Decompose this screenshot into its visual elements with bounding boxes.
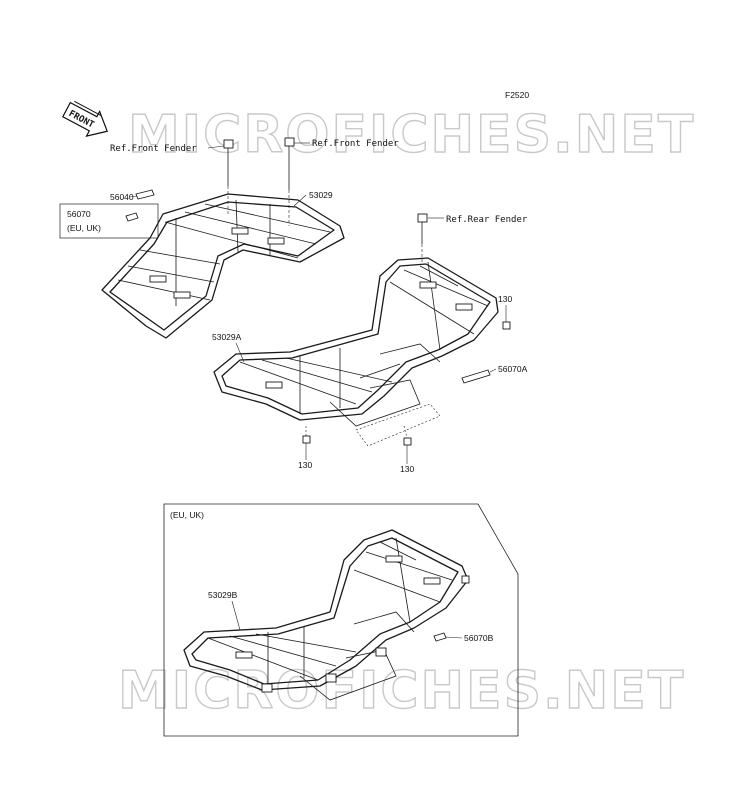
bolt-130-bottom-left-icon xyxy=(302,426,311,444)
callout-130-bottom-right: 130 xyxy=(400,464,414,474)
callout-130-right: 130 xyxy=(498,294,512,304)
callout-ref-front-fender-left: Ref.Front Fender xyxy=(110,144,197,154)
callout-130-bottom-left: 130 xyxy=(298,460,312,470)
front-bolt-right xyxy=(284,137,295,190)
bolt-130-bottom-right-icon xyxy=(403,425,412,446)
figure-id: F2520 xyxy=(505,90,529,100)
part-56070B-shape xyxy=(433,632,447,642)
inset-region-label: (EU, UK) xyxy=(170,510,204,520)
rear-carrier-53029A xyxy=(213,213,511,447)
front-bolt-left xyxy=(223,139,234,186)
front-arrow-icon: FRONT xyxy=(62,100,108,138)
inset-frame xyxy=(163,503,519,737)
callout-ref-rear-fender: Ref.Rear Fender xyxy=(446,215,528,225)
callout-53029A: 53029A xyxy=(212,332,242,342)
callout-56070: 56070 xyxy=(67,209,91,219)
front-carrier-53029 xyxy=(101,137,345,339)
callout-56070-region: (EU, UK) xyxy=(67,223,101,233)
callout-56070B: 56070B xyxy=(464,633,494,643)
part-56070A-shape xyxy=(461,369,491,384)
part-56070-shape xyxy=(125,212,139,222)
rear-bolt xyxy=(417,213,428,244)
callout-56040: 56040 xyxy=(110,192,134,202)
part-56040-shape xyxy=(135,189,155,200)
callout-box-56070 xyxy=(59,203,159,239)
rear-carrier-53029B xyxy=(183,529,470,701)
watermark-bottom: MICROFICHES.NET xyxy=(118,661,685,721)
watermark-top: MICROFICHES.NET xyxy=(128,105,695,165)
callout-ref-front-fender-right: Ref.Front Fender xyxy=(312,139,399,149)
callout-53029B: 53029B xyxy=(208,590,238,600)
bolt-130-right-icon xyxy=(502,316,511,330)
callout-53029: 53029 xyxy=(309,190,333,200)
callout-56070A: 56070A xyxy=(498,364,528,374)
